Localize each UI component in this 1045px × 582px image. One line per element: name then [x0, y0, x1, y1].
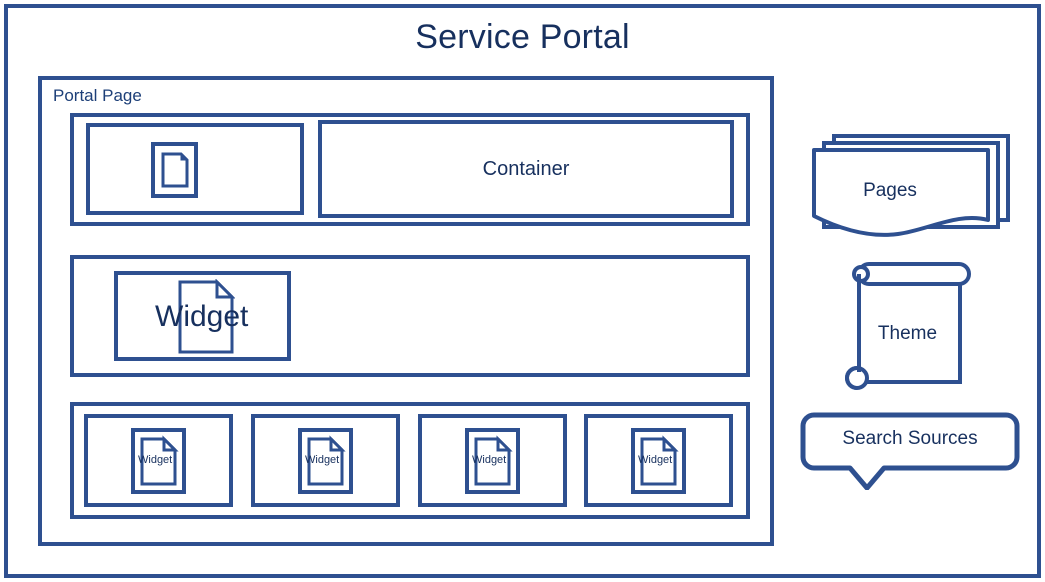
scroll-icon[interactable]: [840, 260, 975, 390]
page-title: Service Portal: [415, 18, 630, 56]
document-icon: [631, 428, 686, 494]
document-icon: [151, 142, 198, 198]
document-icon: [177, 279, 235, 355]
widget-label: Widget: [305, 454, 340, 466]
portal-page-label: Portal Page: [53, 86, 142, 105]
widget-label: Widget: [155, 300, 249, 333]
document-icon: [298, 428, 353, 494]
document-icon: [465, 428, 520, 494]
widget-label: Widget: [138, 454, 173, 466]
portal-cell-container[interactable]: Container: [318, 120, 734, 218]
multi-document-icon[interactable]: [810, 116, 1014, 242]
widget-label: Widget: [472, 454, 507, 466]
widget-label: Widget: [638, 454, 673, 466]
callout-icon[interactable]: [800, 412, 1020, 490]
document-icon: [131, 428, 186, 494]
container-label: Container: [482, 157, 570, 180]
